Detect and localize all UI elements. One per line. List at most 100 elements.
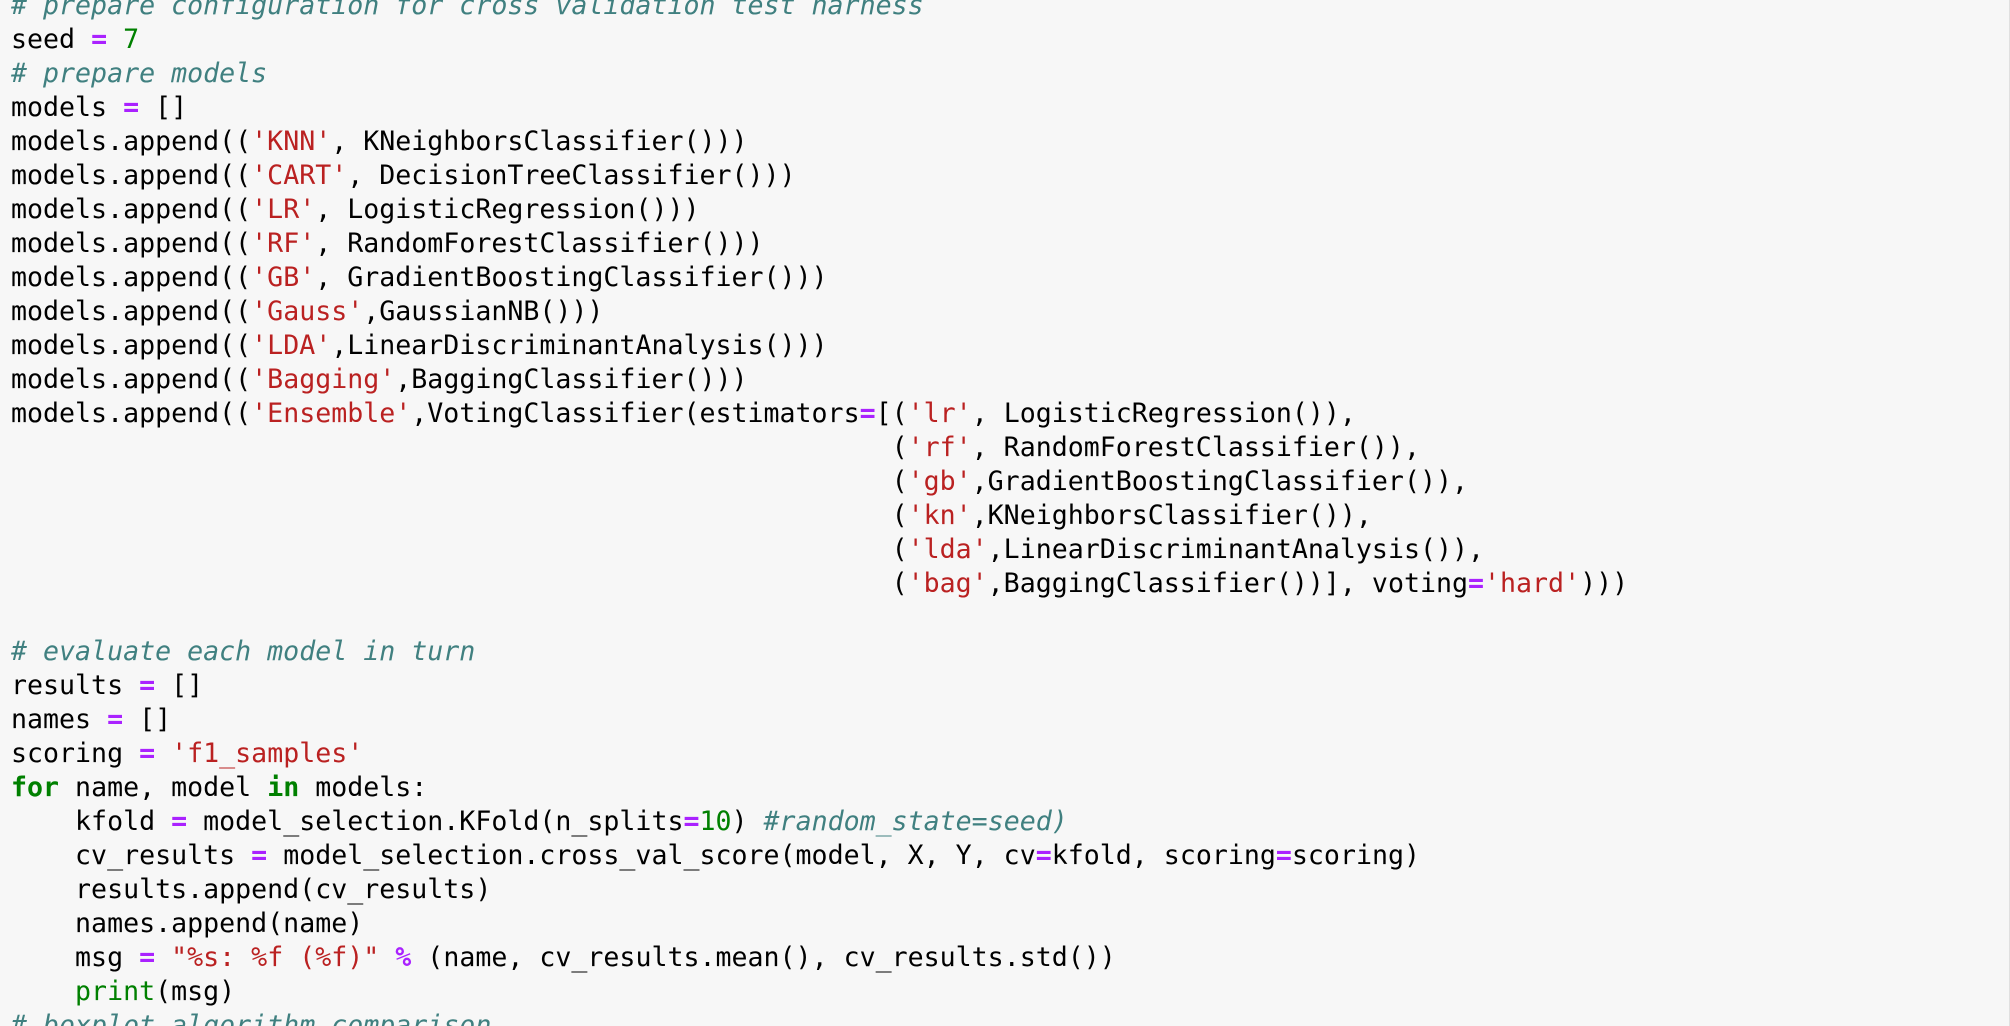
code-string: 'RF' — [251, 228, 316, 259]
code-number: 10 — [699, 806, 732, 837]
code-comment: # evaluate each model in turn — [11, 636, 476, 667]
code-editor[interactable]: # prepare configuration for cross valida… — [11, 0, 1628, 1026]
code-text: (msg) — [155, 976, 236, 1007]
code-text: names — [11, 704, 108, 735]
code-text — [155, 738, 171, 769]
code-operator: = — [1275, 840, 1292, 871]
code-text: , DecisionTreeClassifier())) — [347, 160, 796, 191]
code-text: , LogisticRegression())) — [315, 194, 700, 225]
code-builtin: print — [75, 976, 156, 1007]
code-operator: = — [171, 806, 188, 837]
code-text: [] — [123, 704, 172, 735]
code-keyword: for — [11, 772, 60, 803]
code-text — [379, 942, 395, 973]
code-string: 'LR' — [251, 194, 316, 225]
code-operator: = — [139, 738, 156, 769]
code-text: models.append(( — [11, 160, 252, 191]
code-string: 'bag' — [907, 568, 988, 599]
code-text: seed — [11, 24, 92, 55]
code-string: 'GB' — [251, 262, 316, 293]
code-line: kfold = model_selection.KFold(n_splits=1… — [11, 805, 1628, 839]
code-text: kfold — [11, 806, 172, 837]
code-line: msg = "%s: %f (%f)" % (name, cv_results.… — [11, 941, 1628, 975]
code-comment: # prepare models — [11, 58, 268, 89]
code-text: model_selection.cross_val_score(model, X… — [267, 840, 1036, 871]
code-operator: = — [683, 806, 700, 837]
code-text: models.append(( — [11, 398, 252, 429]
code-keyword: in — [267, 772, 300, 803]
code-text: results.append(cv_results) — [11, 874, 492, 905]
code-text: ,KNeighborsClassifier()), — [971, 500, 1372, 531]
code-text: models.append(( — [11, 228, 252, 259]
code-operator: = — [139, 670, 156, 701]
code-operator: = — [1035, 840, 1052, 871]
code-string: 'Bagging' — [251, 364, 396, 395]
code-string: 'LDA' — [251, 330, 332, 361]
code-text: scoring) — [1291, 840, 1420, 871]
code-line: ('lda',LinearDiscriminantAnalysis()), — [11, 533, 1628, 567]
code-text: name, model — [59, 772, 268, 803]
code-text: models.append(( — [11, 296, 252, 327]
code-text: , LogisticRegression()), — [971, 398, 1356, 429]
code-line: # prepare models — [11, 57, 1628, 91]
code-line: print(msg) — [11, 975, 1628, 1009]
code-string: "%s: %f (%f)" — [171, 942, 380, 973]
code-line — [11, 601, 1628, 635]
code-text: ( — [11, 500, 908, 531]
code-operator: = — [1468, 568, 1485, 599]
code-operator: = — [139, 942, 156, 973]
code-text: ,LinearDiscriminantAnalysis()), — [987, 534, 1485, 565]
code-line: ('bag',BaggingClassifier())], voting='ha… — [11, 567, 1629, 601]
code-line: models.append(('GB', GradientBoostingCla… — [11, 261, 1628, 295]
code-line: scoring = 'f1_samples' — [11, 737, 1628, 771]
code-text: models: — [299, 772, 428, 803]
code-line: # evaluate each model in turn — [11, 635, 1628, 669]
code-operator: = — [107, 704, 124, 735]
code-comment: # prepare configuration for cross valida… — [11, 0, 924, 21]
code-comment: # boxplot algorithm comparison — [11, 1010, 492, 1026]
code-line: models.append(('KNN', KNeighborsClassifi… — [11, 125, 1628, 159]
code-text: , GradientBoostingClassifier())) — [315, 262, 828, 293]
code-line: names.append(name) — [11, 907, 1628, 941]
code-line: ('kn',KNeighborsClassifier()), — [11, 499, 1628, 533]
code-operator: = — [123, 92, 140, 123]
code-string: 'gb' — [907, 466, 972, 497]
code-text: [] — [139, 92, 188, 123]
code-text: models — [11, 92, 124, 123]
code-text: ,LinearDiscriminantAnalysis())) — [331, 330, 828, 361]
code-text: ,VotingClassifier(estimators — [411, 398, 860, 429]
code-line: # boxplot algorithm comparison — [11, 1009, 1628, 1026]
code-number: 7 — [123, 24, 140, 55]
code-text: results — [11, 670, 140, 701]
code-comment: #random_state=seed) — [763, 806, 1068, 837]
code-text: ( — [11, 466, 908, 497]
code-line: models.append(('RF', RandomForestClassif… — [11, 227, 1628, 261]
code-string: 'kn' — [907, 500, 972, 531]
code-text: names.append(name) — [11, 908, 364, 939]
code-line: models.append(('LR', LogisticRegression(… — [11, 193, 1628, 227]
code-line: ('gb',GradientBoostingClassifier()), — [11, 465, 1628, 499]
code-line: for name, model in models: — [11, 771, 1628, 805]
code-text — [155, 942, 171, 973]
code-line: models.append(('LDA',LinearDiscriminantA… — [11, 329, 1628, 363]
code-text — [107, 24, 123, 55]
code-text: msg — [11, 942, 140, 973]
code-line: results.append(cv_results) — [11, 873, 1628, 907]
code-text: ,BaggingClassifier())) — [395, 364, 748, 395]
code-string: 'Gauss' — [251, 296, 364, 327]
code-text: (name, cv_results.mean(), cv_results.std… — [411, 942, 1116, 973]
code-line: cv_results = model_selection.cross_val_s… — [11, 839, 1628, 873]
code-text: , KNeighborsClassifier())) — [331, 126, 748, 157]
code-text: ,GradientBoostingClassifier()), — [971, 466, 1468, 497]
code-text: ,GaussianNB())) — [363, 296, 604, 327]
code-operator: % — [395, 942, 412, 973]
code-string: 'f1_samples' — [171, 738, 364, 769]
code-text: ))) — [1580, 568, 1629, 599]
code-line: models.append(('CART', DecisionTreeClass… — [11, 159, 1628, 193]
code-operator: = — [859, 398, 876, 429]
code-string: 'CART' — [251, 160, 348, 191]
code-line: results = [] — [11, 669, 1628, 703]
code-text: models.append(( — [11, 126, 252, 157]
code-string: 'hard' — [1484, 568, 1581, 599]
